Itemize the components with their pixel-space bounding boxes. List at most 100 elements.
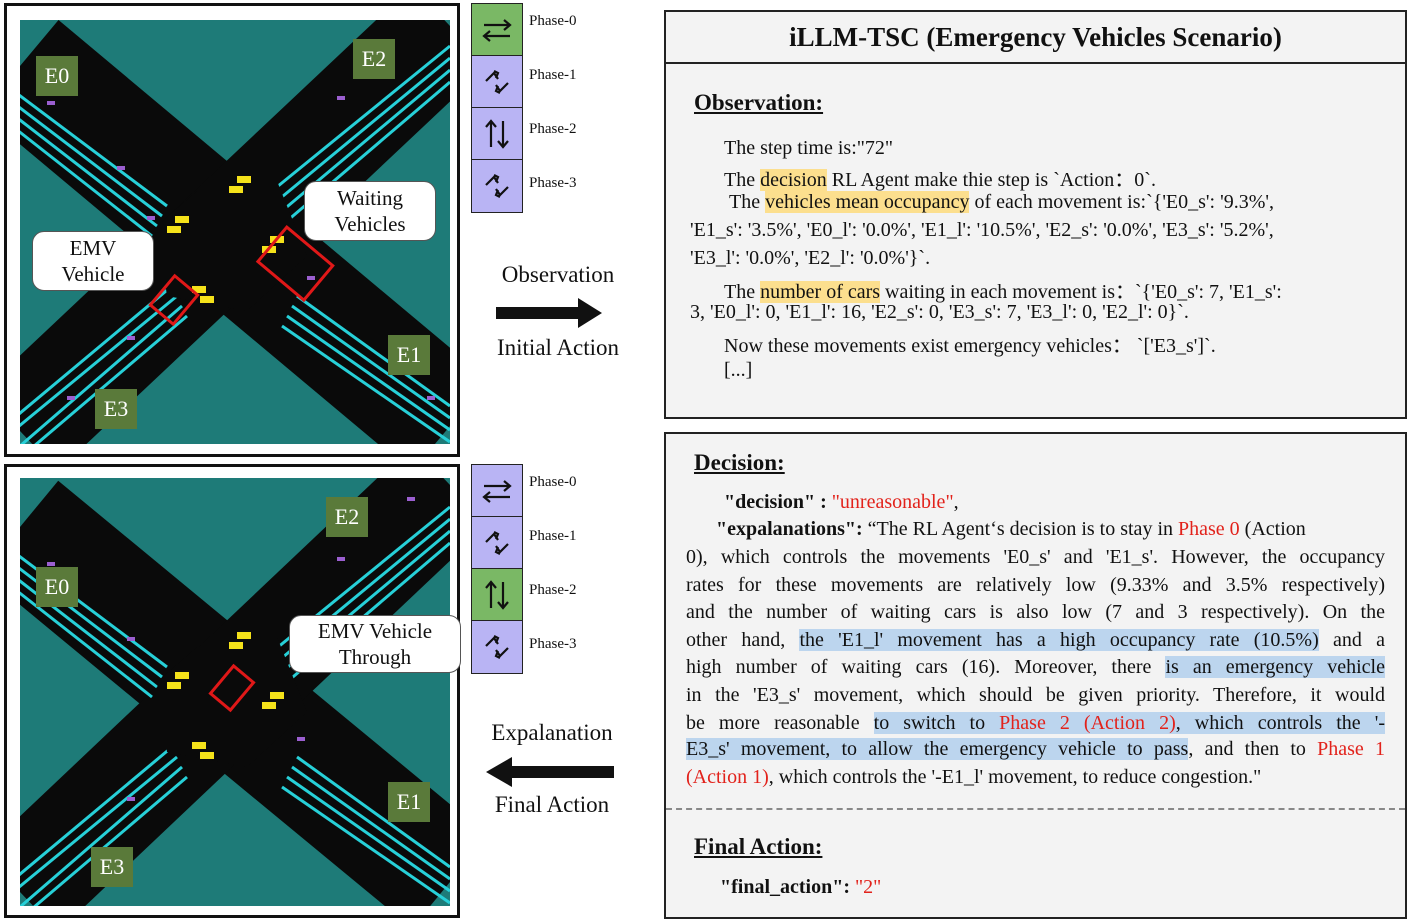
obs-text: waiting in each movement is：`{'E0_s': 7,… [880, 281, 1282, 303]
obs-line: The step time is:"72" [724, 137, 894, 159]
waiting-marker [255, 224, 335, 303]
callout-text: Vehicles [334, 212, 406, 236]
explanation-text: to switch to [873, 712, 1000, 734]
decision-heading: Decision: [694, 450, 785, 475]
obs-highlight: decision [760, 169, 827, 191]
explanation-line: in the 'E3_s' movement, which should be … [686, 684, 1385, 706]
explanation-line: (Action 1), which controls the '-E1_l' m… [686, 766, 1261, 789]
explanation-red: (Action 1) [686, 766, 769, 788]
phase-label: Phase-1 [529, 67, 577, 83]
explanation-line: be more reasonable to switch to Phase 2 … [686, 712, 1385, 735]
bottom-intersection-map [20, 478, 450, 906]
zone-e1-label: E1 [388, 335, 430, 375]
obs-line: The number of cars waiting in each movem… [724, 275, 1282, 304]
zone-e0-label: E0 [36, 567, 78, 607]
obs-text: The [724, 281, 761, 303]
zone-e2-label: E2 [353, 39, 395, 79]
zone-e1-label: E1 [388, 782, 430, 822]
explanation-text: , which controls the '-E1_l' movement, t… [768, 766, 1262, 788]
phase-cell [472, 621, 522, 673]
obs-line: The vehicles mean occupancy of each move… [729, 191, 1274, 214]
observation-heading: Observation: [694, 90, 824, 115]
phase-label: Phase-0 [529, 13, 577, 29]
explanation-highlight: the 'E1_l' movement has a high occupancy… [799, 629, 1319, 651]
obs-text: of each movement is:`{'E0_s': '9.3%', [969, 191, 1274, 213]
obs-highlight: number of cars [760, 281, 881, 303]
decision-value: "unreasonable" [831, 491, 954, 513]
observation-box: iLLM-TSC (Emergency Vehicles Scenario) O… [664, 10, 1407, 419]
arrows-left-right-icon [482, 479, 512, 503]
phase-label: Phase-2 [529, 582, 577, 598]
callout-text: Waiting [337, 186, 403, 210]
phase-label: Phase-0 [529, 474, 577, 490]
emv-marker [148, 273, 200, 327]
obs-line: Now these movements exist emergency vehi… [724, 335, 1216, 357]
phase-label: Phase-2 [529, 121, 577, 137]
decision-key: "decision" : [724, 491, 827, 513]
callout-text: Vehicle [61, 262, 125, 286]
emv-through-marker [208, 663, 256, 713]
phase-cell [472, 108, 522, 160]
turn-arrows-icon [485, 174, 509, 198]
decision-box: Decision: "decision" : "unreasonable", "… [664, 432, 1407, 919]
final-action-key: "final_action": [720, 876, 850, 898]
zone-e3-label: E3 [91, 847, 133, 887]
explanation-red: Phase 1 [1317, 738, 1385, 760]
explanation-text: , and then to [1188, 738, 1318, 760]
panel-title: iLLM-TSC (Emergency Vehicles Scenario) [666, 12, 1405, 64]
left-arrow-icon [486, 757, 614, 787]
final-action-label: Final Action [494, 792, 610, 817]
explanation-label: Expalanation [491, 720, 613, 745]
zone-e2-label: E2 [326, 497, 368, 537]
observation-label: Observation [501, 262, 615, 287]
final-action-heading: Final Action: [694, 834, 823, 859]
phase-label: Phase-3 [529, 175, 577, 191]
explanation-line: 0), which controls the movements 'E0_s' … [686, 546, 1385, 568]
obs-text: The [724, 169, 761, 191]
callout-text: EMV [69, 236, 117, 260]
explanation-highlight: is an emergency vehicle [1165, 656, 1385, 678]
phase-column-bottom [471, 464, 523, 674]
phase-cell [472, 4, 522, 56]
decision-line: "decision" : "unreasonable", [724, 491, 959, 514]
explanation-line: rates for these movements are relatively… [686, 574, 1385, 596]
explanation-key: "expalanations": [716, 518, 863, 540]
obs-text: The [729, 191, 766, 213]
callout-text: Through [338, 645, 412, 669]
obs-text: RL Agent make thie step is `Action：0`. [826, 169, 1156, 191]
arrows-up-down-icon [485, 118, 509, 149]
obs-line: [...] [724, 359, 753, 381]
phase-cell [472, 56, 522, 108]
right-arrow-icon [496, 298, 602, 328]
phase-cell [472, 465, 522, 517]
phase-cell [472, 517, 522, 569]
obs-highlight: vehicles mean occupancy [765, 191, 970, 213]
section-divider [666, 808, 1405, 810]
final-action-value: "2" [854, 876, 882, 898]
arrows-left-right-icon [482, 18, 512, 42]
obs-line: 'E3_l': '0.0%', 'E2_l': '0.0%'}`. [690, 247, 931, 269]
phase-label: Phase-3 [529, 636, 577, 652]
explanation-text: “The RL Agent‘s decision is to stay in [862, 518, 1178, 540]
zone-e0-label: E0 [36, 56, 78, 96]
explanation-line: high number of waiting cars (16). Moreov… [686, 656, 1385, 679]
callout-text: EMV Vehicle [317, 619, 433, 643]
phase-cell [472, 160, 522, 212]
explanation-text: high number of waiting cars (16). Moreov… [686, 656, 1166, 678]
initial-action-label: Initial Action [496, 335, 619, 360]
phase-cell [472, 569, 522, 621]
turn-arrows-icon [485, 635, 509, 659]
explanation-text: (Action [1239, 518, 1306, 540]
top-intersection-map [20, 20, 450, 444]
zone-e3-label: E3 [95, 389, 137, 429]
explanation-highlight: E3_s' movement, to allow the emergency v… [686, 738, 1189, 760]
explanation-line: "expalanations": “The RL Agent‘s decisio… [716, 518, 1306, 541]
explanation-line: E3_s' movement, to allow the emergency v… [686, 738, 1385, 761]
phase-column-top [471, 3, 523, 213]
explanation-text: , which controls the '- [1175, 712, 1385, 734]
obs-line: 3, 'E0_l': 0, 'E1_l': 16, 'E2_s': 0, 'E3… [690, 301, 1189, 323]
